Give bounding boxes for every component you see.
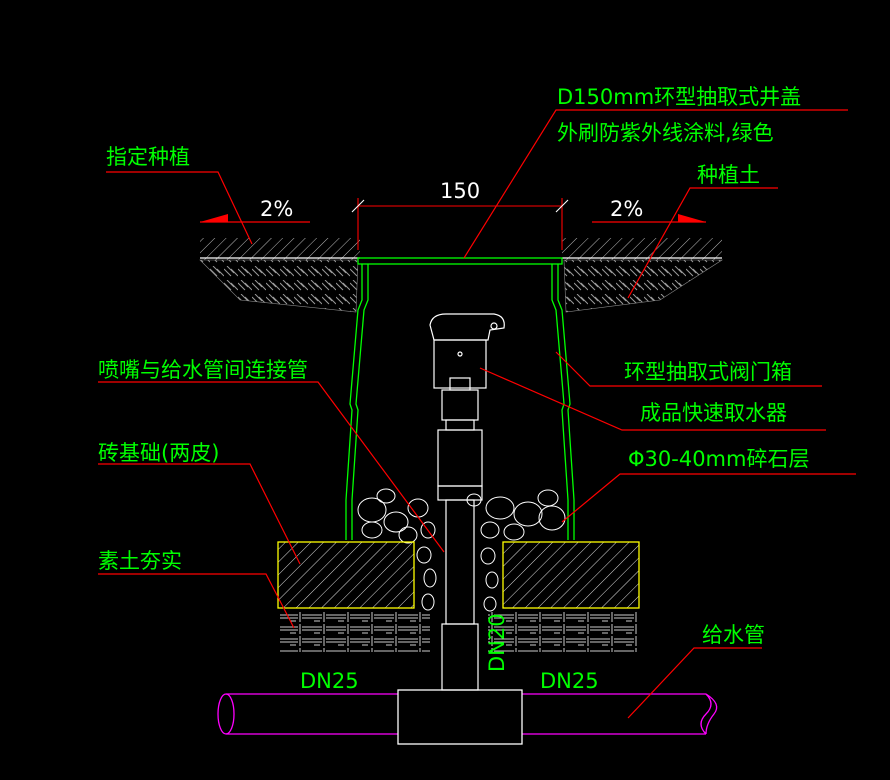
- grass-right: [562, 238, 722, 260]
- dimension-150: [351, 198, 569, 250]
- supply-pipe: [217, 693, 718, 735]
- label-pipe-left: DN25: [300, 669, 359, 693]
- slope-right-text: 2%: [610, 197, 643, 221]
- dimension-width-text: 150: [440, 179, 480, 203]
- slope-left-text: 2%: [260, 197, 293, 221]
- grass-left: [200, 238, 360, 260]
- label-quick-coupler: 成品快速取水器: [640, 401, 787, 425]
- label-pipe-right: DN25: [540, 669, 599, 693]
- label-supply-pipe: 给水管: [702, 623, 765, 647]
- compacted-soil: [280, 612, 638, 652]
- label-valve-box: 环型抽取式阀门箱: [624, 360, 792, 384]
- soil-right: [563, 259, 724, 313]
- tee-fitting: [397, 689, 523, 745]
- slope-arrow-right: [592, 214, 706, 223]
- slope-arrow-left: [200, 214, 310, 223]
- label-planting: 指定种植: [106, 145, 190, 169]
- label-brick-base: 砖基础(两皮): [98, 441, 219, 465]
- label-cover: D150mm环型抽取式井盖: [557, 85, 801, 109]
- label-nozzle-pipe: 喷嘴与给水管间连接管: [98, 358, 308, 382]
- brick-base: [277, 541, 640, 609]
- soil-left: [199, 259, 359, 313]
- label-compacted-soil: 素土夯实: [98, 549, 182, 573]
- label-gravel: Φ30-40mm碎石层: [628, 447, 809, 471]
- valve-box: [345, 257, 575, 540]
- label-soil: 种植土: [697, 163, 760, 187]
- label-riser: DN20: [485, 613, 509, 672]
- label-cover-note: 外刷防紫外线涂料,绿色: [557, 121, 774, 145]
- leader-lines: [98, 109, 856, 719]
